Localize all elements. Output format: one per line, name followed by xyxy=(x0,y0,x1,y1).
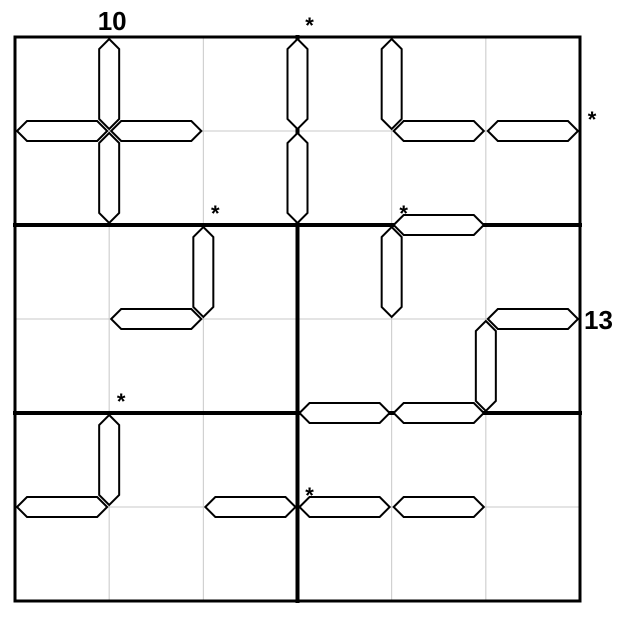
grid-cell[interactable] xyxy=(203,37,297,131)
grid-cell[interactable] xyxy=(392,225,486,319)
line-segment xyxy=(203,496,297,518)
grid-cell[interactable] xyxy=(486,37,580,131)
grid-cell[interactable] xyxy=(298,131,392,225)
line-segment xyxy=(486,308,580,330)
grid-cell[interactable] xyxy=(392,37,486,131)
board-outer-border xyxy=(13,35,582,603)
grid-cell[interactable] xyxy=(15,225,109,319)
line-segment xyxy=(474,319,497,413)
grid-cell[interactable] xyxy=(392,507,486,601)
grid-cell[interactable] xyxy=(15,319,109,413)
line-segment xyxy=(392,120,486,142)
line-segment xyxy=(392,214,486,236)
grid-cell[interactable] xyxy=(203,131,297,225)
grid-cell[interactable] xyxy=(486,225,580,319)
segments-layer xyxy=(15,37,580,518)
grid-cell[interactable] xyxy=(203,319,297,413)
star-marker: * xyxy=(117,389,126,414)
line-segment xyxy=(486,120,580,142)
grid-cell[interactable] xyxy=(486,131,580,225)
line-segment xyxy=(98,413,121,507)
cell-hitboxes[interactable] xyxy=(15,37,580,601)
grid-cell[interactable] xyxy=(109,413,203,507)
line-segment xyxy=(98,131,121,225)
line-segment xyxy=(109,308,203,330)
grid-cell[interactable] xyxy=(486,319,580,413)
grid-cell[interactable] xyxy=(15,131,109,225)
line-segment xyxy=(109,120,203,142)
grid-cell[interactable] xyxy=(298,507,392,601)
grid-cell[interactable] xyxy=(203,225,297,319)
grid-cell[interactable] xyxy=(109,131,203,225)
clue-top-col-2: 10 xyxy=(98,6,127,36)
grid-cell[interactable] xyxy=(392,319,486,413)
line-segment xyxy=(392,496,486,518)
grid-cell[interactable] xyxy=(298,225,392,319)
grid-cell[interactable] xyxy=(486,413,580,507)
grid-cell[interactable] xyxy=(203,507,297,601)
grid-cell[interactable] xyxy=(392,131,486,225)
line-segment xyxy=(15,496,109,518)
star-marker: * xyxy=(399,201,408,226)
line-segment xyxy=(298,402,392,424)
grid-cell[interactable] xyxy=(203,413,297,507)
star-markers: * * * * * * xyxy=(117,13,597,508)
line-segment xyxy=(98,37,121,131)
grid-cell[interactable] xyxy=(15,37,109,131)
grid-cell[interactable] xyxy=(15,413,109,507)
grid-cell[interactable] xyxy=(298,37,392,131)
grid-cell[interactable] xyxy=(109,319,203,413)
line-segment xyxy=(298,496,392,518)
star-marker: * xyxy=(588,107,597,132)
clue-right-row-4: 13 xyxy=(584,305,613,335)
line-segment xyxy=(392,402,486,424)
line-segment xyxy=(286,37,309,131)
line-segment xyxy=(286,131,309,225)
line-segment xyxy=(192,225,215,319)
grid-cell[interactable] xyxy=(298,413,392,507)
grid-cell[interactable] xyxy=(109,225,203,319)
line-segment xyxy=(380,225,403,319)
grid-cell[interactable] xyxy=(298,319,392,413)
grid-cell[interactable] xyxy=(109,37,203,131)
star-marker: * xyxy=(211,201,220,226)
grid-cell[interactable] xyxy=(109,507,203,601)
line-segment xyxy=(380,37,403,131)
grid-cell[interactable] xyxy=(486,507,580,601)
line-segment xyxy=(15,120,109,142)
grid-cell[interactable] xyxy=(15,507,109,601)
star-marker: * xyxy=(305,483,314,508)
grid-cell[interactable] xyxy=(392,413,486,507)
star-marker: * xyxy=(305,13,314,38)
